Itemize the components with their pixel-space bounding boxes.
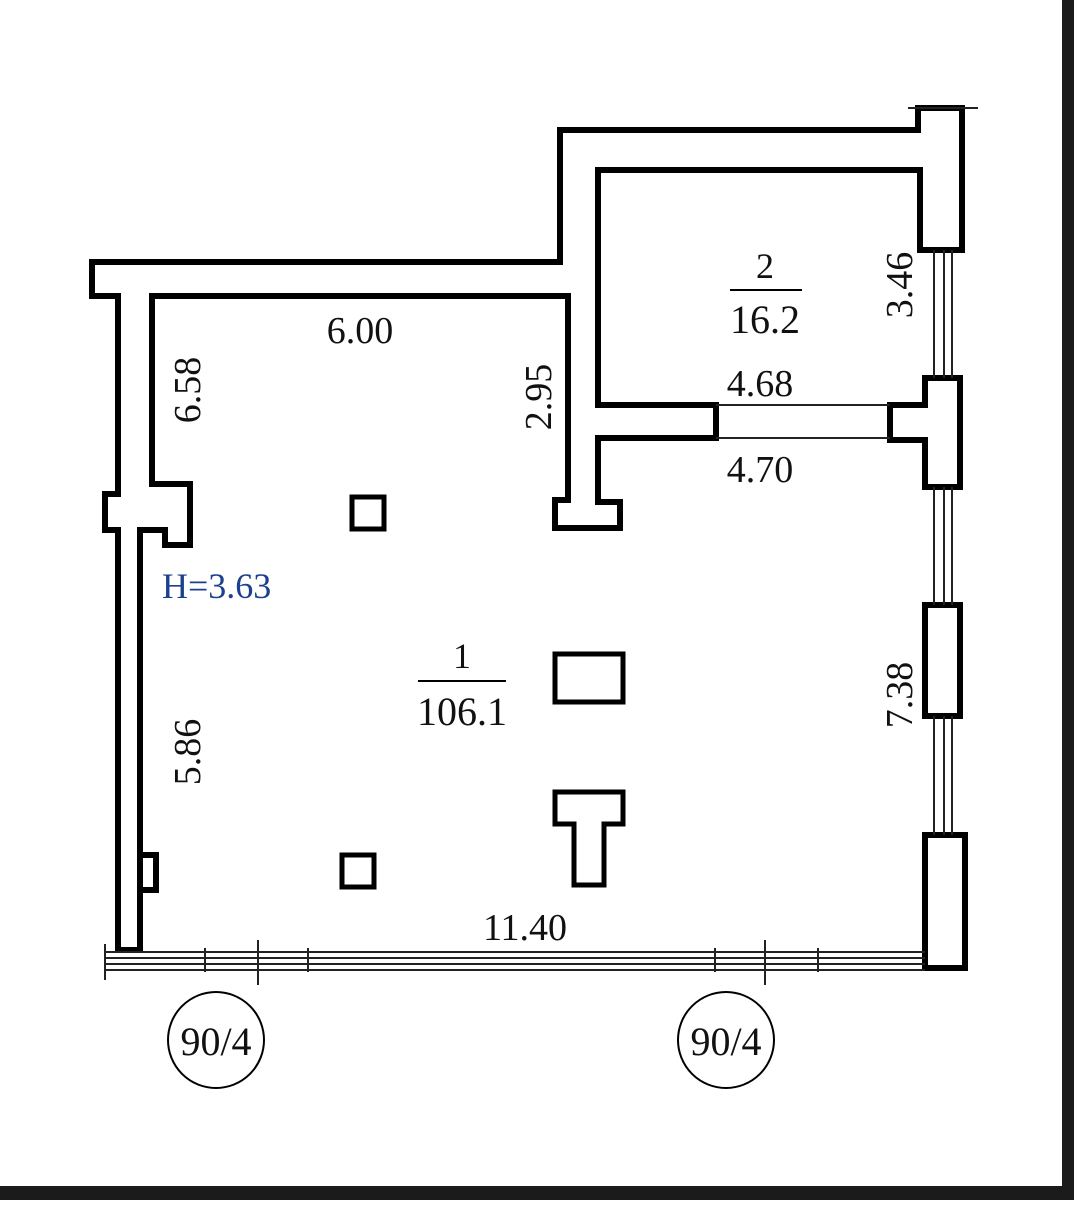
dim-corridor: 4.70	[727, 449, 794, 491]
room-2-label: 2 16.2	[730, 246, 802, 342]
scan-edge-right	[1062, 0, 1074, 1200]
dim-room2-bottom: 4.68	[727, 363, 794, 405]
column-lower-left	[339, 852, 377, 890]
axis-marker-left-label: 90/4	[180, 1019, 251, 1064]
axis-marker-right-label: 90/4	[690, 1019, 761, 1064]
dim-room2-side: 3.46	[879, 252, 921, 319]
dim-left-upper: 6.58	[167, 357, 209, 424]
axis-marker-left: 90/4	[167, 991, 265, 1089]
room-1-number: 1	[453, 636, 471, 676]
axis-marker-right: 90/4	[677, 991, 775, 1089]
dim-bottom-wall: 11.40	[483, 907, 567, 949]
room-2-area: 16.2	[730, 297, 800, 342]
dimensions: 6.00 6.58 5.86 2.95 3.46 4.68 4.70 7.38 …	[167, 252, 921, 949]
dim-left-lower: 5.86	[167, 719, 209, 786]
column-center	[552, 651, 626, 705]
room-1-area: 106.1	[417, 689, 507, 734]
dim-right-wall: 7.38	[879, 662, 921, 729]
room-1-label: 1 106.1	[417, 636, 507, 734]
column-upper-left	[349, 494, 387, 532]
window-lines	[104, 107, 978, 985]
dim-inner-wall: 2.95	[518, 364, 560, 431]
column-t-shape	[552, 789, 626, 888]
ceiling-height-label: H=3.63	[162, 566, 271, 606]
outer-walls	[89, 105, 968, 971]
scan-edge-bottom	[0, 1186, 1074, 1200]
columns	[339, 494, 626, 890]
room-2-number: 2	[756, 246, 774, 286]
dim-top-room1: 6.00	[327, 310, 394, 352]
